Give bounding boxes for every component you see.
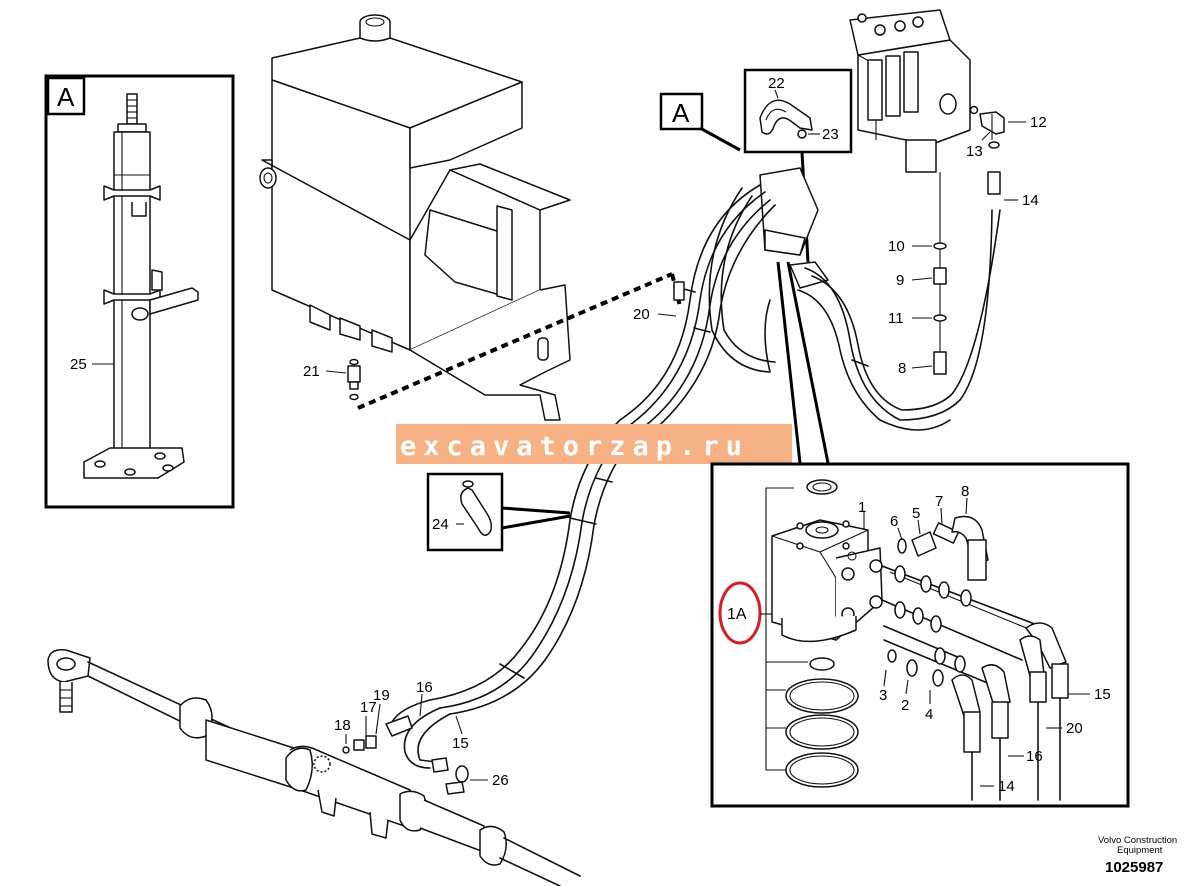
part-label-2: 2: [901, 697, 909, 714]
cylinder-fittings: [342, 715, 469, 795]
steering-valve-mount: [759, 167, 829, 289]
seal-ring-top: [806, 479, 838, 495]
column-part-25: [83, 93, 199, 479]
watermark-band: [396, 424, 792, 464]
fitting-12-13: [969, 105, 1005, 195]
part-label-10: 10: [888, 238, 905, 255]
part-label-6: 6: [890, 513, 898, 530]
steering-cylinder: [47, 648, 581, 886]
part-label-9: 9: [896, 272, 904, 289]
part-label-23: 23: [822, 126, 839, 143]
seal-kit: [785, 657, 859, 788]
brand-line-2: Equipment: [1117, 845, 1163, 856]
part-label-17: 17: [360, 699, 377, 716]
clip-part-22: [759, 99, 813, 135]
orbitrol-unit: [771, 479, 883, 643]
part-label-16: 16: [1026, 748, 1043, 765]
part-label-11: 11: [888, 310, 904, 327]
part-label-8: 8: [898, 360, 906, 377]
document-number: 1025987: [1105, 859, 1163, 876]
part-label-1a: 1A: [727, 606, 747, 623]
part-label-24: 24: [432, 516, 449, 533]
part-label-25: 25: [70, 356, 87, 373]
part-label-8b: 8: [961, 483, 969, 500]
view-a-marker: [659, 92, 704, 131]
part-label-1: 1: [858, 499, 866, 516]
part-label-21: 21: [303, 363, 320, 380]
part-label-20: 20: [633, 306, 650, 323]
watermark-text: excavatorzap.ru: [400, 431, 749, 462]
hydraulic-tank: [259, 14, 571, 421]
part-label-18: 18: [334, 717, 351, 734]
control-valve: [849, 9, 971, 173]
part-label-19: 19: [373, 687, 390, 704]
highlight-circle-1a: [718, 581, 762, 645]
part-label-16b: 16: [416, 679, 433, 696]
part-label-14b: 14: [998, 778, 1015, 795]
part-label-14: 14: [1022, 192, 1039, 209]
detail-fittings-upper: [897, 515, 989, 581]
fitting-21: [347, 358, 361, 401]
fittings-8-11: [933, 172, 947, 375]
detail-hoses: [881, 565, 1069, 801]
view-a-label: A: [672, 98, 690, 128]
washer-23: [797, 129, 807, 139]
part-label-15b: 15: [452, 735, 469, 752]
part-label-15: 15: [1094, 686, 1111, 703]
part-label-26: 26: [492, 772, 509, 789]
part-label-20b: 20: [1066, 720, 1083, 737]
part-label-22: 22: [768, 75, 785, 92]
part-label-4: 4: [925, 706, 933, 723]
part-label-12: 12: [1030, 114, 1047, 131]
part-label-13: 13: [966, 143, 983, 160]
part-label-5: 5: [912, 505, 920, 522]
inset-a-label: A: [57, 82, 75, 112]
part-label-3: 3: [879, 687, 887, 704]
cable-tie-24: [460, 480, 493, 536]
brand-line-1: Volvo Construction: [1098, 835, 1177, 846]
hose-fitting-20: [673, 281, 685, 301]
part-label-7: 7: [935, 493, 943, 510]
